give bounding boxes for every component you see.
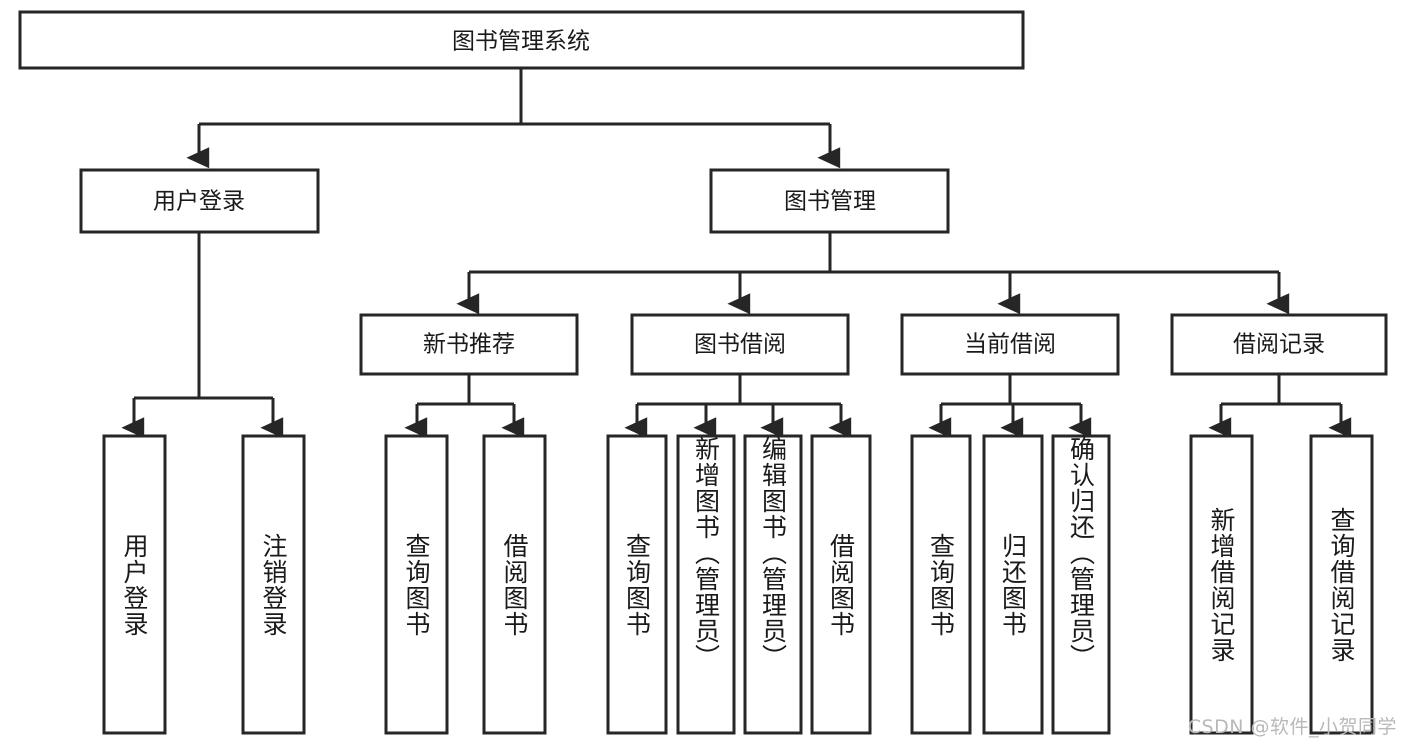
leaf-query-book-1-box[interactable] xyxy=(384,434,449,735)
leaf-add-record-box[interactable] xyxy=(1189,434,1254,735)
leaf-boxes xyxy=(102,434,1374,735)
leaf-borrow-book-1-box[interactable] xyxy=(482,434,547,735)
node-book-manage[interactable]: 图书管理 xyxy=(709,168,950,234)
node-book-borrow-box[interactable] xyxy=(630,313,850,376)
leaf-return-book-box[interactable] xyxy=(982,434,1044,735)
node-current-borrow-box[interactable] xyxy=(900,313,1120,376)
leaf-confirm-return-box[interactable] xyxy=(1051,434,1111,735)
node-new-book-rec-label: 新书推荐 xyxy=(423,332,515,358)
connector-group-book-borrow xyxy=(624,374,852,439)
node-book-borrow-label: 图书借阅 xyxy=(694,332,786,358)
node-current-borrow[interactable]: 当前借阅 xyxy=(900,313,1120,376)
node-root-box[interactable] xyxy=(18,10,1025,70)
csdn-watermark: CSDN @软件_小贺同学 xyxy=(1187,716,1397,738)
node-root[interactable]: 图书管理系统 xyxy=(18,10,1025,70)
leaf-user-login-box[interactable] xyxy=(102,434,167,735)
node-book-manage-label: 图书管理 xyxy=(784,189,876,215)
node-book-manage-box[interactable] xyxy=(709,168,950,234)
connector-group-current-borrow xyxy=(928,374,1092,439)
node-borrow-record-box[interactable] xyxy=(1170,313,1388,376)
leaf-edit-book-box[interactable] xyxy=(743,434,803,735)
node-user-login-box[interactable] xyxy=(79,168,320,234)
node-user-login-label: 用户登录 xyxy=(153,189,245,215)
node-book-borrow[interactable]: 图书借阅 xyxy=(630,313,850,376)
connector-group-borrow-record xyxy=(1208,374,1352,439)
node-user-login[interactable]: 用户登录 xyxy=(79,168,320,234)
node-current-borrow-label: 当前借阅 xyxy=(964,332,1056,358)
node-borrow-record-label: 借阅记录 xyxy=(1233,332,1325,358)
connector-group-root xyxy=(186,68,841,169)
leaf-logout-box[interactable] xyxy=(241,434,306,735)
leaf-query-record-box[interactable] xyxy=(1309,434,1374,735)
node-borrow-record[interactable]: 借阅记录 xyxy=(1170,313,1388,376)
node-root-label: 图书管理系统 xyxy=(452,29,590,55)
leaf-query-book-2-box[interactable] xyxy=(606,434,668,735)
connector-group-user-login xyxy=(121,232,284,439)
connector-group-book-manage xyxy=(456,232,1290,315)
node-new-book-rec[interactable]: 新书推荐 xyxy=(359,313,579,376)
leaf-add-book-box[interactable] xyxy=(676,434,736,735)
leaf-borrow-book-2-box[interactable] xyxy=(810,434,872,735)
node-new-book-rec-box[interactable] xyxy=(359,313,579,376)
leaf-query-book-3-box[interactable] xyxy=(910,434,972,735)
connector-group-new-book-rec xyxy=(404,374,525,439)
